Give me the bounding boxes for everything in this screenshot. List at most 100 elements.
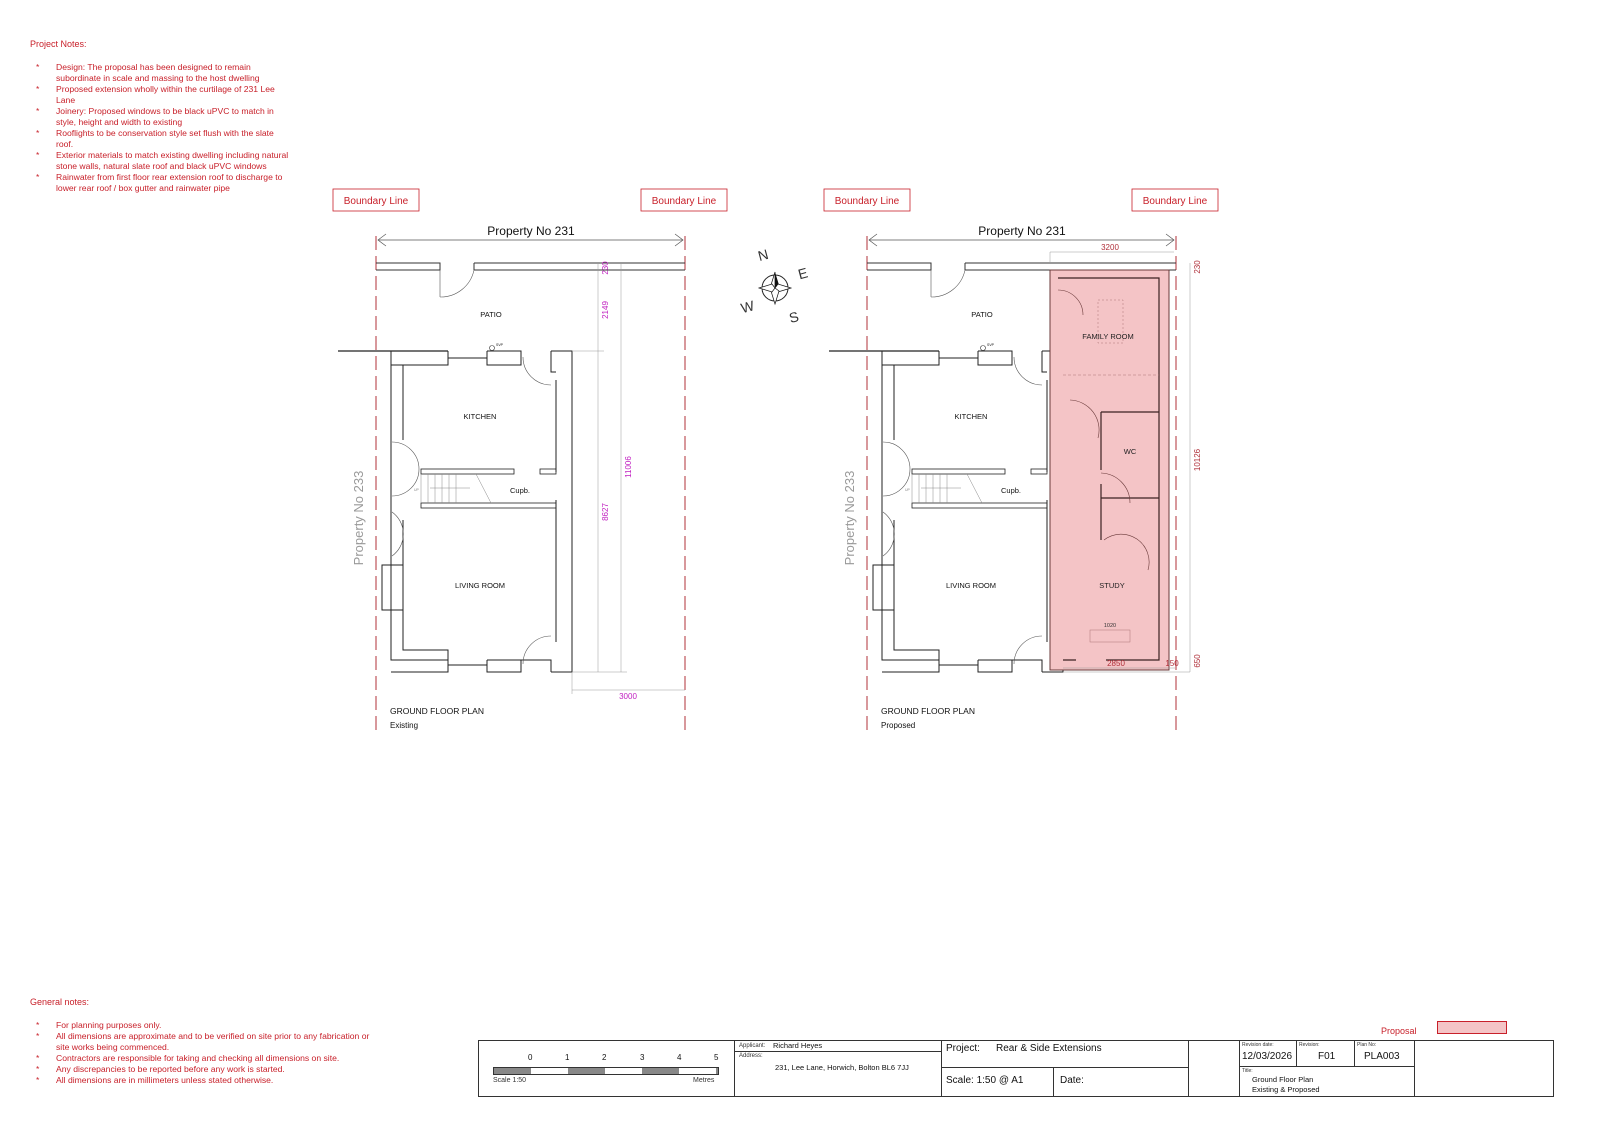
compass-w: W — [739, 297, 757, 316]
room-label-cupboard: Cupb. — [510, 486, 530, 495]
general-notes-title: General notes: — [30, 997, 90, 1007]
existing-plan: Boundary Line Boundary Line Property No … — [332, 188, 728, 733]
legend-proposal: Proposal — [1381, 1021, 1507, 1039]
plan-subtitle: Proposed — [881, 721, 915, 730]
dimension-650: 650 — [1193, 654, 1202, 668]
plan-subtitle: Existing — [390, 721, 418, 730]
compass-icon: N E S W — [739, 246, 809, 326]
stair-up-label: UP — [905, 488, 911, 492]
revision-label: Revision: — [1299, 1042, 1320, 1048]
scale-tick: 4 — [677, 1053, 682, 1062]
applicant-cell: Applicant: Richard Heyes Address: 231, L… — [735, 1041, 942, 1096]
general-notes: General notes: For planning purposes onl… — [30, 997, 370, 1086]
plan-title: GROUND FLOOR PLAN — [390, 706, 484, 716]
svp-label: SVP — [496, 343, 504, 347]
scale-unit: Metres — [693, 1077, 715, 1084]
compass-e: E — [796, 264, 809, 282]
dimension-3000: 3000 — [619, 692, 637, 701]
boundary-label: Boundary Line — [344, 196, 409, 207]
property-top-label: Property No 231 — [978, 224, 1066, 238]
dimension-2149: 2149 — [601, 301, 610, 319]
scale-label: Scale 1:50 — [493, 1077, 527, 1084]
dimension-8627: 8627 — [601, 503, 610, 521]
project-value: Rear & Side Extensions — [996, 1043, 1102, 1054]
applicant-value: Richard Heyes — [773, 1041, 823, 1050]
property-top-label: Property No 231 — [487, 224, 575, 238]
general-note: For planning purposes only. — [30, 1020, 370, 1031]
room-label-patio: PATIO — [480, 310, 502, 319]
scale-tick: 0 — [528, 1053, 533, 1062]
title-line-2: Existing & Proposed — [1252, 1085, 1320, 1094]
project-notes: Project Notes: Design: The proposal has … — [30, 39, 290, 194]
plan-no-label: Plan No: — [1357, 1042, 1377, 1048]
project-notes-title: Project Notes: — [30, 39, 87, 49]
general-note: All dimensions are approximate and to be… — [30, 1031, 370, 1053]
boundary-label: Boundary Line — [1143, 196, 1208, 207]
dimension-150: 150 — [1165, 659, 1179, 668]
scale-bar-cell: 0 1 2 3 4 5 Scale 1:50 Metres — [479, 1041, 735, 1096]
scale-tick: 5 — [714, 1053, 719, 1062]
boundary-label-box — [332, 188, 420, 212]
project-note: Proposed extension wholly within the cur… — [30, 84, 290, 106]
legend-label: Proposal — [1381, 1026, 1417, 1036]
dimension-230: 230 — [1193, 260, 1202, 274]
boundary-label-box — [823, 188, 911, 212]
room-label-cupboard: Cupb. — [1001, 486, 1021, 495]
room-label-patio: PATIO — [971, 310, 993, 319]
blank-cell — [1189, 1041, 1240, 1096]
project-note: Joinery: Proposed windows to be black uP… — [30, 106, 290, 128]
dimension-1020: 1020 — [1104, 623, 1116, 629]
general-note: Any discrepancies to be reported before … — [30, 1064, 370, 1075]
revision-date-label: Revision date: — [1242, 1042, 1274, 1048]
room-label-living: LIVING ROOM — [946, 581, 996, 590]
project-note: Rainwater from first floor rear extensio… — [30, 172, 290, 194]
stair-up-label: UP — [414, 488, 420, 492]
room-label-study: STUDY — [1099, 581, 1124, 590]
compass-n: N — [756, 246, 770, 264]
revision-cell: Revision date: 12/03/2026 Revision: F01 … — [1240, 1041, 1415, 1096]
legend-swatch — [1437, 1021, 1507, 1034]
scale-tick: 1 — [565, 1053, 570, 1062]
scale-tick: 2 — [602, 1053, 607, 1062]
boundary-label: Boundary Line — [652, 196, 717, 207]
address-value: 231, Lee Lane, Horwich, Bolton BL6 7JJ — [775, 1063, 909, 1072]
proposed-extension — [1049, 269, 1170, 671]
scale-bar — [493, 1067, 719, 1075]
compass-s: S — [787, 308, 800, 326]
project-note: Rooflights to be conservation style set … — [30, 128, 290, 150]
project-label: Project: — [946, 1043, 980, 1054]
scale-field: Scale: 1:50 @ A1 — [946, 1075, 1024, 1086]
title-block: 0 1 2 3 4 5 Scale 1:50 Metres Applicant:… — [478, 1040, 1554, 1097]
room-label-wc: WC — [1124, 447, 1137, 456]
property-side-label: Property No 233 — [351, 471, 366, 566]
revision-value: F01 — [1318, 1051, 1336, 1062]
property-side-label: Property No 233 — [842, 471, 857, 566]
dimension-230: 230 — [601, 261, 610, 275]
proposed-plan: Boundary Line Boundary Line Property No … — [823, 188, 1219, 733]
dimension-3200: 3200 — [1101, 243, 1119, 252]
general-note: All dimensions are in millimeters unless… — [30, 1075, 370, 1086]
project-note: Design: The proposal has been designed t… — [30, 62, 290, 84]
applicant-label: Applicant: — [739, 1043, 766, 1049]
scale-tick: 3 — [640, 1053, 645, 1062]
room-label-kitchen: KITCHEN — [955, 412, 988, 421]
project-note: Exterior materials to match existing dwe… — [30, 150, 290, 172]
dimension-11006: 11006 — [624, 456, 633, 478]
svp-label: SVP — [987, 343, 995, 347]
plan-title: GROUND FLOOR PLAN — [881, 706, 975, 716]
room-label-family-room: FAMILY ROOM — [1082, 332, 1133, 341]
general-note: Contractors are responsible for taking a… — [30, 1053, 370, 1064]
dimension-10126: 10126 — [1193, 448, 1202, 471]
revision-date: 12/03/2026 — [1242, 1051, 1293, 1062]
title-label: Title: — [1242, 1068, 1253, 1074]
title-line-1: Ground Floor Plan — [1252, 1075, 1314, 1084]
boundary-label-box — [640, 188, 728, 212]
plan-no-value: PLA003 — [1364, 1051, 1400, 1062]
boundary-label: Boundary Line — [835, 196, 900, 207]
address-label: Address: — [739, 1053, 763, 1059]
project-cell: Project: Rear & Side Extensions Scale: 1… — [942, 1041, 1189, 1096]
date-label: Date: — [1060, 1075, 1084, 1086]
room-label-kitchen: KITCHEN — [464, 412, 497, 421]
dimension-2850: 2850 — [1107, 659, 1125, 668]
